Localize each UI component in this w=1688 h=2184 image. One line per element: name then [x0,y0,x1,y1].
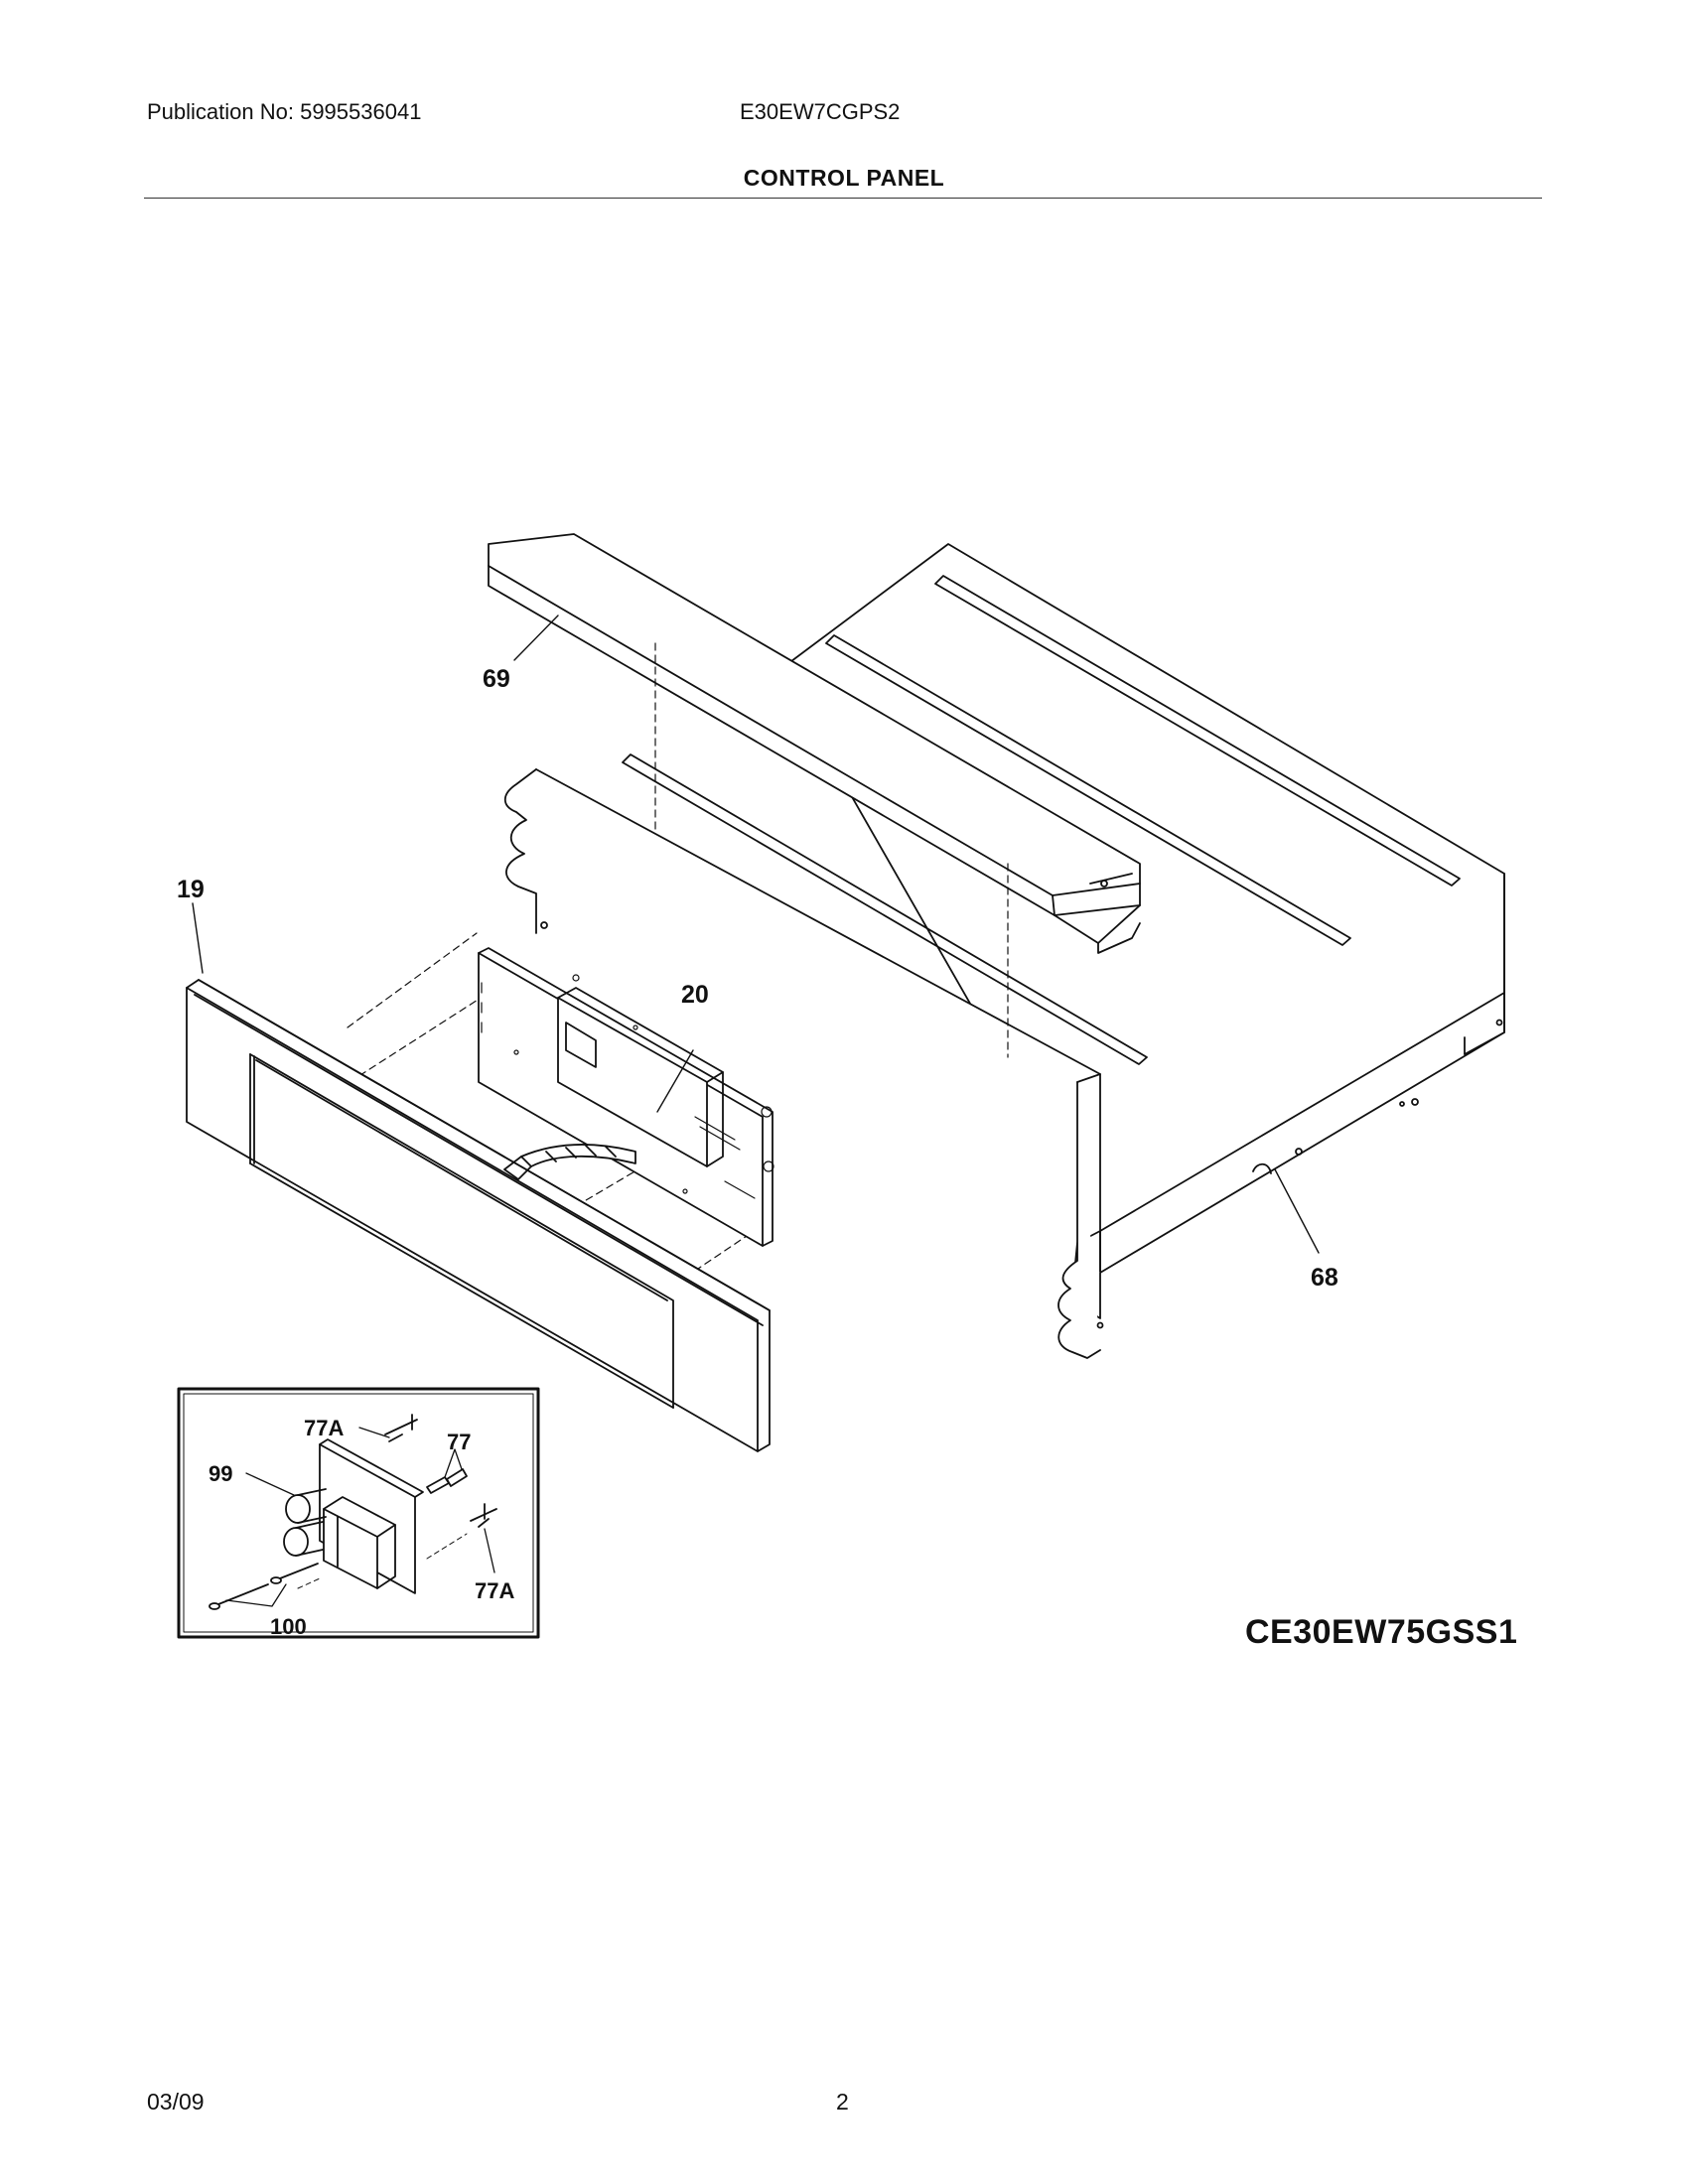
callout-69: 69 [483,665,510,693]
housing-slots [622,575,1461,1065]
callout-77a-bottom: 77A [475,1578,514,1603]
footer-date: 03/09 [147,2089,205,2115]
callout-68: 68 [1311,1264,1338,1292]
callout-19: 19 [177,876,205,903]
inset-detail [177,1387,540,1639]
header-rule [144,198,1542,199]
front-panel-19 [186,979,771,1452]
callout-99: 99 [209,1461,232,1486]
bracket-69 [488,533,1141,954]
publication-number: Publication No: 5995536041 [147,99,422,124]
callout-77: 77 [447,1430,471,1454]
variant-model-label: CE30EW75GSS1 [1245,1613,1518,1651]
section-title: CONTROL PANEL [743,165,945,191]
callout-77a-top: 77A [304,1416,344,1440]
callout-20: 20 [681,981,709,1009]
control-board-20 [478,947,774,1247]
model-number: E30EW7CGPS2 [740,99,901,124]
callout-100: 100 [270,1614,307,1639]
callout-leaders [192,614,1320,1254]
page-number: 2 [836,2089,849,2115]
